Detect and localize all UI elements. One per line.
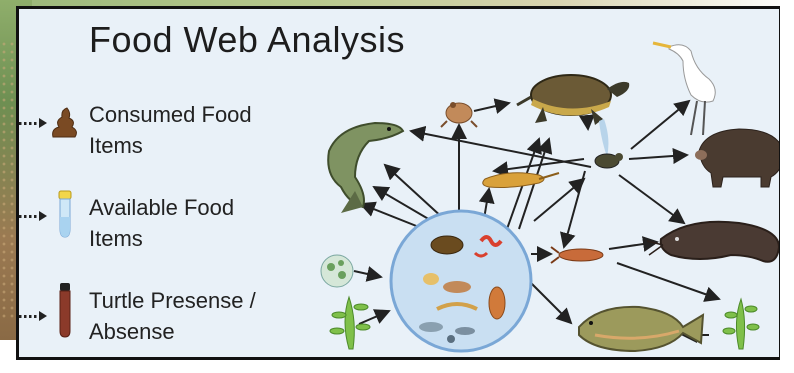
turtle-icon (517, 75, 629, 125)
carp-fish-icon (579, 307, 703, 351)
egret-icon (653, 43, 715, 135)
pike-fish-icon (328, 123, 403, 213)
algae-icon (321, 255, 353, 287)
aquatic-plant-icon (723, 299, 759, 349)
boar-icon (695, 129, 779, 187)
water-drip-icon (599, 119, 608, 157)
frog-icon (441, 102, 477, 127)
food-web-diagram (19, 9, 779, 357)
invertebrates-pond-icon (391, 211, 531, 351)
salamander-icon (483, 173, 559, 188)
catfish-icon (647, 222, 779, 262)
aquatic-plant-icon (330, 297, 370, 349)
crayfish-icon (551, 247, 603, 263)
food-web-panel: Food Web Analysis Consumed Food Items Av… (16, 6, 782, 360)
hatchling-icon (595, 153, 623, 168)
background-right-margin (780, 0, 794, 373)
